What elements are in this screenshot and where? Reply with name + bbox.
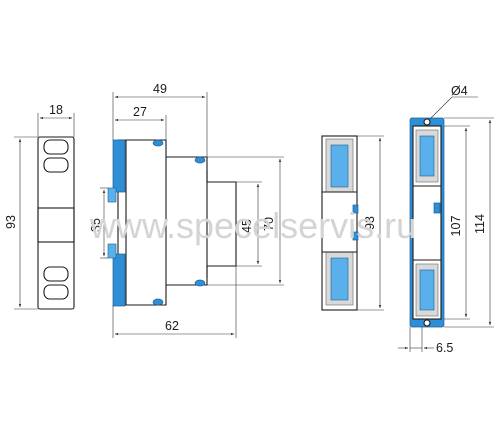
right-view: Ø4 107 114 6.5 bbox=[398, 84, 494, 355]
side-view: 49 27 35 45 70 62 bbox=[89, 82, 284, 338]
dim-outer-height: 70 bbox=[262, 217, 276, 231]
dim-body-height: 45 bbox=[240, 219, 254, 233]
screw-icon bbox=[194, 156, 206, 164]
dim-front-depth: 27 bbox=[133, 105, 147, 119]
screw-icon bbox=[194, 279, 206, 287]
dim-back-height: 93 bbox=[363, 216, 377, 230]
dim-hole-diameter: Ø4 bbox=[451, 84, 468, 98]
terminal-slot bbox=[43, 266, 69, 282]
terminal-slot bbox=[43, 139, 69, 155]
din-clip-top bbox=[112, 139, 126, 193]
front-view: 18 93 bbox=[4, 103, 75, 310]
dim-front-height: 93 bbox=[4, 215, 18, 229]
terminal-slot bbox=[43, 157, 69, 173]
dim-front-width: 18 bbox=[49, 103, 63, 117]
dim-bottom-width: 62 bbox=[165, 319, 179, 333]
mount-hole-icon bbox=[423, 118, 431, 126]
watermark-text: www.specelservis.ru bbox=[89, 205, 416, 246]
screw-icon bbox=[152, 298, 164, 306]
terminal-slot bbox=[43, 284, 69, 300]
din-clip-bottom bbox=[112, 253, 126, 307]
back-view: 93 bbox=[321, 135, 384, 311]
dim-inner-height: 107 bbox=[449, 216, 463, 237]
mount-hole-icon bbox=[423, 319, 431, 327]
dim-thickness: 6.5 bbox=[436, 341, 453, 355]
dim-rail: 35 bbox=[89, 218, 103, 232]
screw-icon bbox=[152, 139, 164, 147]
dim-outer-height-right: 114 bbox=[473, 214, 487, 234]
dim-total-width: 49 bbox=[153, 82, 167, 96]
